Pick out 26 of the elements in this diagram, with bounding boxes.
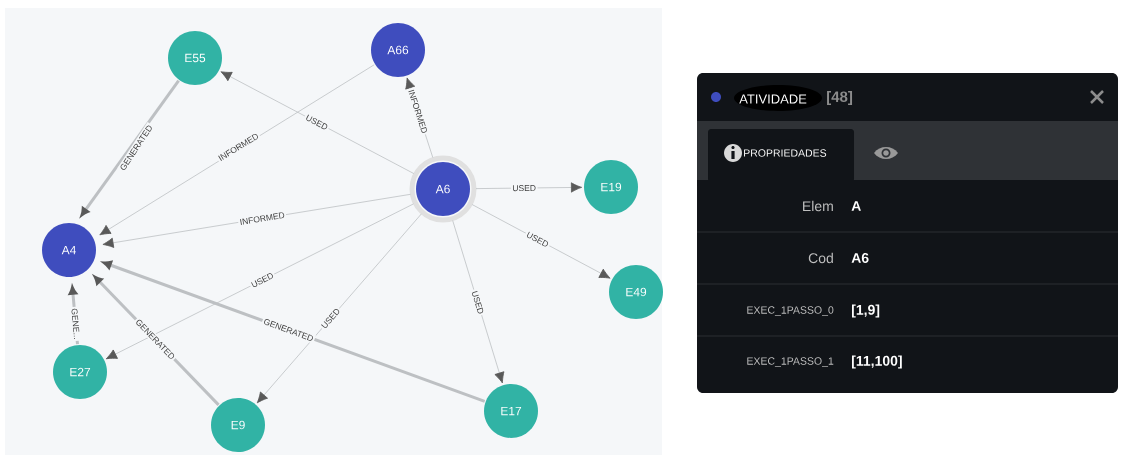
arrow [99, 64, 375, 236]
property-key: Cod [808, 252, 833, 264]
property-value: A6 [851, 253, 869, 263]
arrow [256, 213, 422, 404]
edge-label: USED [469, 288, 486, 317]
arrow [220, 71, 415, 174]
property-key: EXEC_1PASSO_0 [747, 306, 834, 316]
property-key: EXEC_1PASSO_1 [747, 357, 834, 367]
property-value: A [851, 201, 861, 211]
edge-label: USED [510, 183, 538, 193]
property-key: Elem [803, 200, 833, 212]
arrow [102, 193, 411, 248]
property-value: [11,100] [852, 355, 902, 369]
count-label: [48] [827, 91, 853, 105]
edge-label: USED [248, 270, 277, 291]
arrow [105, 203, 414, 360]
arrow [475, 182, 583, 193]
arrow [452, 220, 505, 384]
property-value: [1,9] [852, 304, 880, 318]
edge-label: INFORMED [237, 210, 287, 227]
edge-label: GENE... [69, 306, 82, 342]
tab-label: PROPRIEDADES [744, 149, 827, 157]
arrow [102, 260, 486, 403]
arrow [80, 79, 180, 217]
panel-title: ATIVIDADE [739, 94, 807, 104]
arrow [471, 204, 611, 279]
